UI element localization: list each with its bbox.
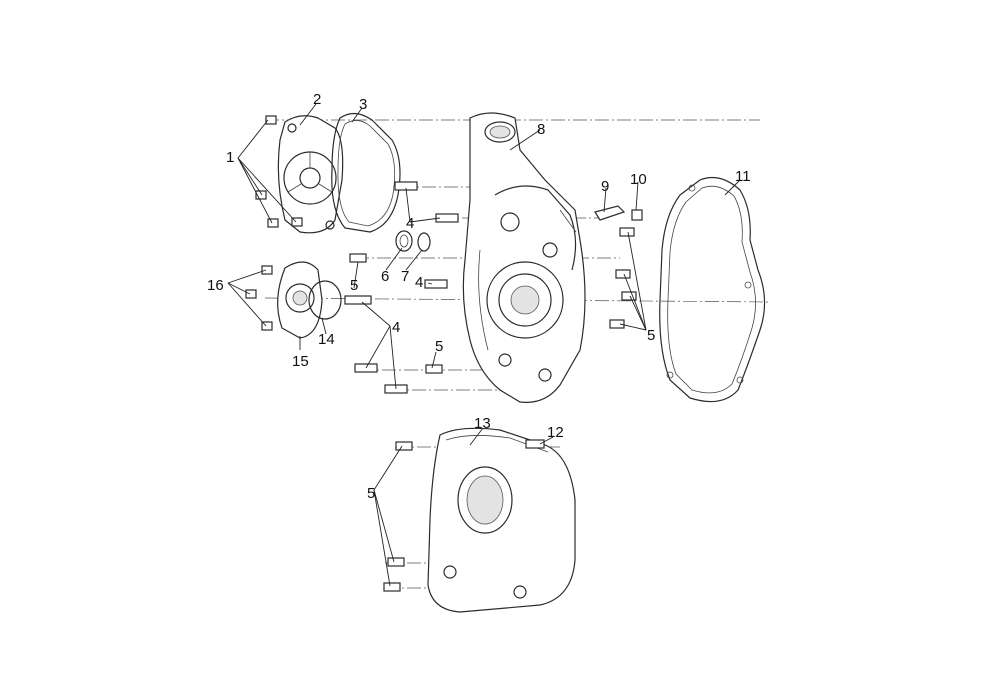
callout-7: 7 [401, 268, 409, 285]
callout-4-b: 4 [415, 274, 423, 291]
callout-10: 10 [630, 171, 647, 188]
callout-8: 8 [537, 121, 545, 138]
dowel-pin [525, 439, 545, 449]
long-bolts [344, 181, 459, 394]
callout-1: 1 [226, 149, 234, 166]
callout-14: 14 [318, 331, 335, 348]
callout-12: 12 [547, 424, 564, 441]
callout-9: 9 [601, 178, 609, 195]
cover-gasket [659, 177, 766, 403]
callout-16: 16 [207, 277, 224, 294]
callout-labels: 1 2 3 4 4 4 5 5 5 5 6 7 8 9 10 11 12 13 … [207, 91, 751, 502]
callout-5-c: 5 [647, 327, 655, 344]
callout-15: 15 [292, 353, 309, 370]
callout-5-b: 5 [435, 338, 443, 355]
washers [395, 230, 431, 252]
o-ring [308, 280, 342, 320]
seal-plate [277, 261, 323, 339]
leader-lines [227, 103, 741, 587]
callout-5-d: 5 [367, 485, 375, 502]
small-bracket [594, 205, 643, 221]
callout-2: 2 [313, 91, 321, 108]
outer-cover [427, 427, 576, 613]
callout-4-c: 4 [392, 319, 400, 336]
crankcase-cover [462, 112, 586, 403]
callout-6: 6 [381, 268, 389, 285]
pump-gasket [331, 112, 401, 233]
callout-3: 3 [359, 96, 367, 113]
pump-cover-bolts [255, 115, 303, 228]
pump-cover [277, 115, 344, 234]
callout-5-a: 5 [350, 277, 358, 294]
callout-11: 11 [735, 168, 751, 185]
callout-13: 13 [474, 415, 491, 432]
seal-plate-bolts [245, 265, 273, 331]
short-bolts [349, 227, 637, 592]
callout-4-a: 4 [406, 215, 414, 232]
